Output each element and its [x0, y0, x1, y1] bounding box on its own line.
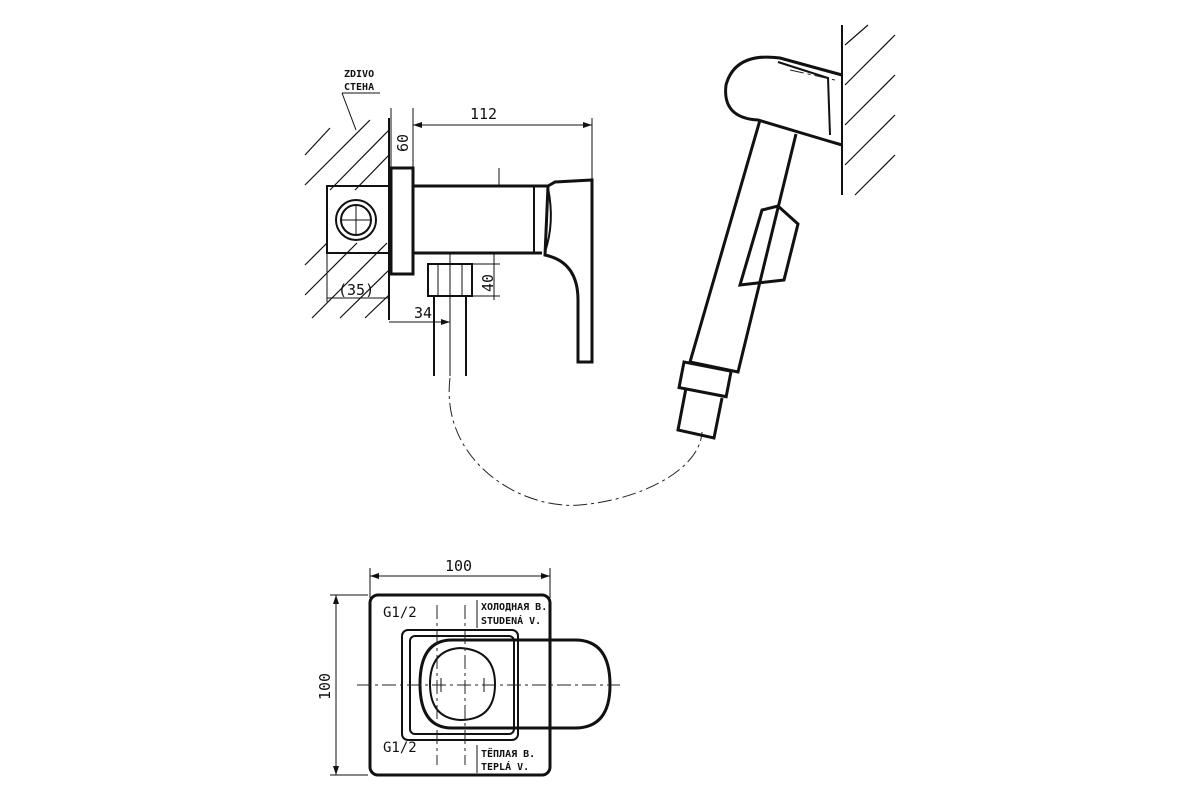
right-wall — [841, 24, 896, 196]
handset-trigger — [737, 204, 800, 287]
valve-body — [413, 168, 548, 255]
dimension-40: 40 — [472, 253, 500, 300]
dimension-112: 112 — [412, 105, 593, 180]
wall-label-2: СТЕНА — [344, 82, 374, 93]
inlet-bottom-label: G1/2 — [383, 740, 417, 756]
dimension-34: 34 — [389, 296, 451, 326]
handset-view — [676, 24, 896, 440]
handset-holder — [724, 55, 843, 147]
dimension-60: 60 — [390, 108, 414, 168]
front-view: 100 100 G1/2 G1/2 ХОЛОДНАЯ В. STUDENÁ — [316, 557, 620, 777]
lever-handle — [543, 178, 594, 364]
dimension-height-100: 100 — [316, 594, 368, 776]
dim-width-text: 100 — [445, 557, 472, 575]
hot-label-2: TEPLÁ V. — [481, 760, 529, 773]
cold-label-1: ХОЛОДНАЯ В. — [481, 602, 547, 613]
wall-flange — [389, 166, 415, 276]
dimension-width-100: 100 — [369, 557, 551, 598]
hose-path — [448, 377, 703, 506]
dim-35-text: (35) — [338, 281, 374, 299]
dim-60-text: 60 — [394, 134, 412, 152]
dim-height-text: 100 — [316, 673, 334, 700]
dimension-35: (35) — [326, 253, 389, 302]
inlet-top-label: G1/2 — [383, 605, 417, 621]
cold-label-2: STUDENÁ V. — [481, 614, 541, 627]
dim-112-text: 112 — [470, 105, 497, 123]
handset-body — [688, 119, 798, 374]
lever-top — [418, 638, 612, 730]
wall-label-1: ZDIVO — [344, 69, 374, 80]
side-view: ZDIVO СТЕНА — [304, 69, 703, 506]
dim-40-text: 40 — [479, 274, 497, 292]
hot-label-1: ТЁПЛАЯ В. — [481, 746, 535, 760]
handset-nut — [677, 360, 733, 399]
dim-34-text: 34 — [414, 304, 432, 322]
embedded-body — [326, 185, 390, 254]
